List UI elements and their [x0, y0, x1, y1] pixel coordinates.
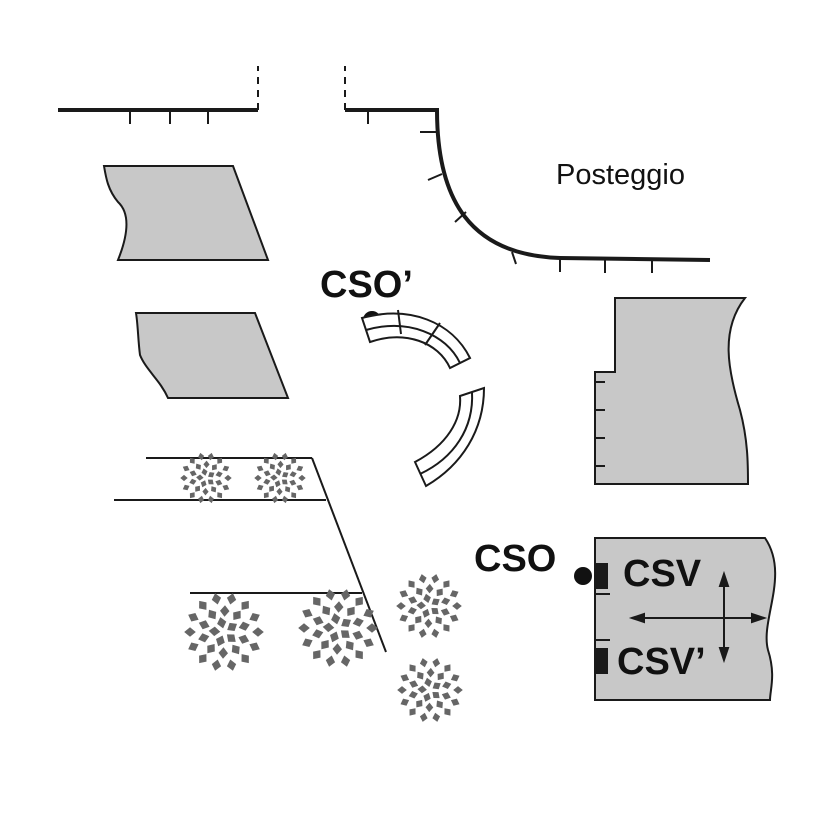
- csv-prime-marker: [596, 648, 608, 674]
- trees: [180, 452, 463, 722]
- csv-prime-label: CSV’: [617, 641, 706, 683]
- road-edge-top: [58, 108, 711, 262]
- csv-label: CSV: [623, 553, 702, 595]
- tree-1-icon: [184, 593, 264, 671]
- cso-point: [574, 567, 592, 585]
- csv-marker: [596, 563, 608, 589]
- shrub-2-icon: [254, 452, 306, 504]
- tree-4-icon: [397, 658, 463, 722]
- building-left-top: [102, 165, 270, 261]
- road-edge-ticks: [129, 110, 653, 273]
- shrub-1-icon: [180, 452, 232, 504]
- building-left-middle: [134, 312, 290, 399]
- cso-label: CSO: [474, 538, 557, 580]
- building-right-upper: [594, 297, 750, 485]
- tree-3-icon: [396, 574, 462, 638]
- crosshair-symbol: [628, 570, 768, 664]
- curved-bench-lower: [413, 386, 486, 488]
- road-edge-dashes: [257, 66, 346, 110]
- building-right-upper-ticks: [595, 381, 605, 467]
- tree-2-icon: [298, 589, 378, 667]
- curved-bench-upper: [360, 309, 472, 370]
- parking-label: Posteggio: [556, 159, 685, 191]
- cso-prime-label: CSO’: [320, 264, 413, 306]
